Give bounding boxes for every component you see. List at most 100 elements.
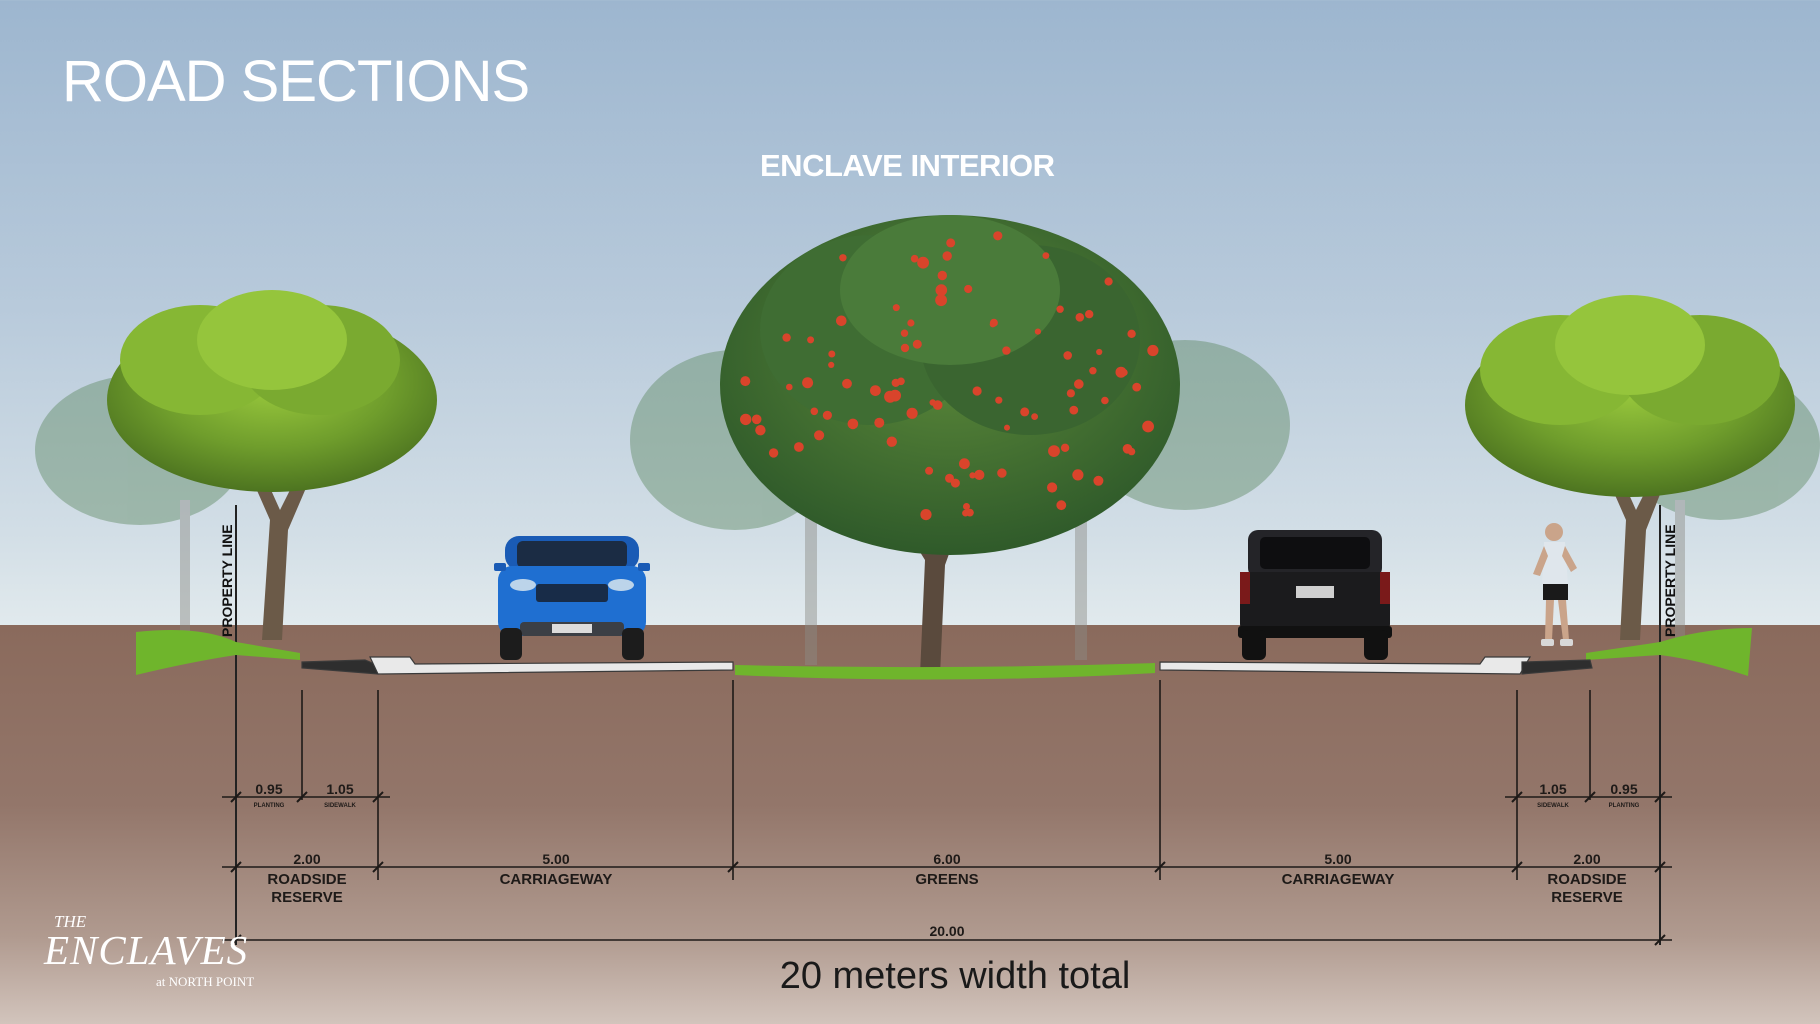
flower — [836, 315, 847, 327]
flower — [794, 442, 804, 452]
flower — [935, 294, 947, 307]
flower — [892, 304, 900, 312]
page-title: ROAD SECTIONS — [62, 49, 530, 114]
flower — [870, 385, 881, 396]
flower — [1072, 469, 1084, 481]
dimension-tick — [1511, 861, 1523, 873]
flower — [786, 383, 793, 391]
black-suv — [1238, 530, 1392, 660]
flower — [874, 417, 885, 428]
flower — [889, 389, 901, 402]
flower — [1120, 369, 1128, 376]
flower — [935, 284, 948, 296]
flower — [1042, 252, 1050, 259]
flower — [997, 468, 1007, 478]
flower — [906, 407, 918, 419]
dimension-tick — [1154, 861, 1166, 873]
right-planting-label: PLANTING — [1609, 803, 1640, 809]
flower — [1056, 500, 1067, 511]
flower — [1127, 329, 1136, 338]
tree-flowers — [740, 231, 1159, 521]
flower — [946, 238, 956, 248]
flower — [959, 458, 970, 470]
flower — [1060, 443, 1070, 452]
flower — [822, 410, 833, 420]
flower — [1031, 413, 1038, 420]
dimension-tick — [727, 861, 739, 873]
flower — [989, 318, 998, 327]
right-sidewalk-label: SIDEWALK — [1537, 803, 1569, 809]
right-sub-dimensions: 1.05 SIDEWALK 0.95 PLANTING — [1537, 781, 1639, 809]
greens-label: GREENS — [915, 871, 978, 888]
left-property-line: PROPERTY LINE — [219, 505, 237, 945]
flower — [966, 508, 974, 517]
dimension-tick — [1654, 861, 1666, 873]
flower — [886, 436, 897, 447]
dimension-tick — [372, 791, 384, 803]
flower — [1147, 344, 1159, 357]
right-property-line-label: PROPERTY LINE — [1662, 524, 1678, 637]
jogger — [1533, 523, 1577, 646]
flower — [1034, 328, 1041, 335]
total-width-caption: 20 meters width total — [779, 955, 1131, 997]
left-planting-width: 0.95 — [255, 781, 282, 797]
flower — [740, 376, 751, 387]
flower — [929, 399, 936, 406]
logo-location-text: at NORTH POINT — [156, 974, 255, 989]
flower — [964, 284, 973, 294]
left-carriageway-label: CARRIAGEWAY — [500, 871, 613, 888]
flower — [974, 469, 985, 480]
dimension-tick — [230, 861, 242, 873]
grass-strips — [136, 628, 1752, 680]
central-flowering-tree — [720, 215, 1180, 675]
flower — [920, 508, 932, 521]
flower — [802, 377, 814, 389]
greens-width: 6.00 — [933, 851, 960, 867]
flower — [1089, 367, 1097, 375]
left-planting-label: PLANTING — [254, 803, 285, 809]
flower — [1104, 277, 1113, 286]
left-property-line-label: PROPERTY LINE — [219, 524, 235, 637]
main-dimensions: 2.00 ROADSIDE RESERVE 5.00 CARRIAGEWAY 6… — [267, 851, 1626, 939]
flower — [1132, 382, 1142, 392]
dimension-tick — [1511, 791, 1523, 803]
flower — [900, 329, 909, 337]
flower — [900, 343, 910, 353]
left-sidewalk-width: 1.05 — [326, 781, 353, 797]
flower — [1075, 313, 1085, 322]
flower — [917, 256, 929, 269]
flower — [828, 350, 836, 358]
flower — [907, 319, 915, 327]
flower — [1096, 348, 1103, 356]
logo-brand-text: ENCLAVES — [44, 927, 249, 973]
dimension-tick — [372, 861, 384, 873]
dimension-tick — [1654, 791, 1666, 803]
dimension-ticks — [230, 791, 1666, 946]
dimension-tick — [1654, 934, 1666, 946]
flower — [1004, 424, 1010, 431]
flower — [751, 414, 762, 425]
flower — [972, 386, 982, 396]
blue-car — [494, 536, 650, 660]
flower — [814, 430, 825, 441]
flower — [839, 254, 847, 262]
flower — [1056, 305, 1064, 313]
right-carriageway-width: 5.00 — [1324, 851, 1351, 867]
flower — [963, 503, 970, 510]
dimension-lines — [222, 680, 1672, 941]
left-carriageway-width: 5.00 — [542, 851, 569, 867]
flower — [810, 407, 819, 416]
flower — [768, 448, 779, 458]
flower — [782, 333, 791, 342]
right-property-line: PROPERTY LINE — [1659, 505, 1678, 945]
left-street-tree — [107, 290, 437, 640]
total-width: 20.00 — [929, 923, 964, 939]
logo-the-text: THE — [54, 912, 87, 931]
right-reserve-label-2: RESERVE — [1551, 889, 1622, 906]
section-title: ENCLAVE INTERIOR — [760, 148, 1055, 183]
flower — [1047, 482, 1058, 493]
flower — [807, 336, 815, 344]
flower — [740, 413, 752, 426]
road-profile — [301, 656, 1593, 675]
